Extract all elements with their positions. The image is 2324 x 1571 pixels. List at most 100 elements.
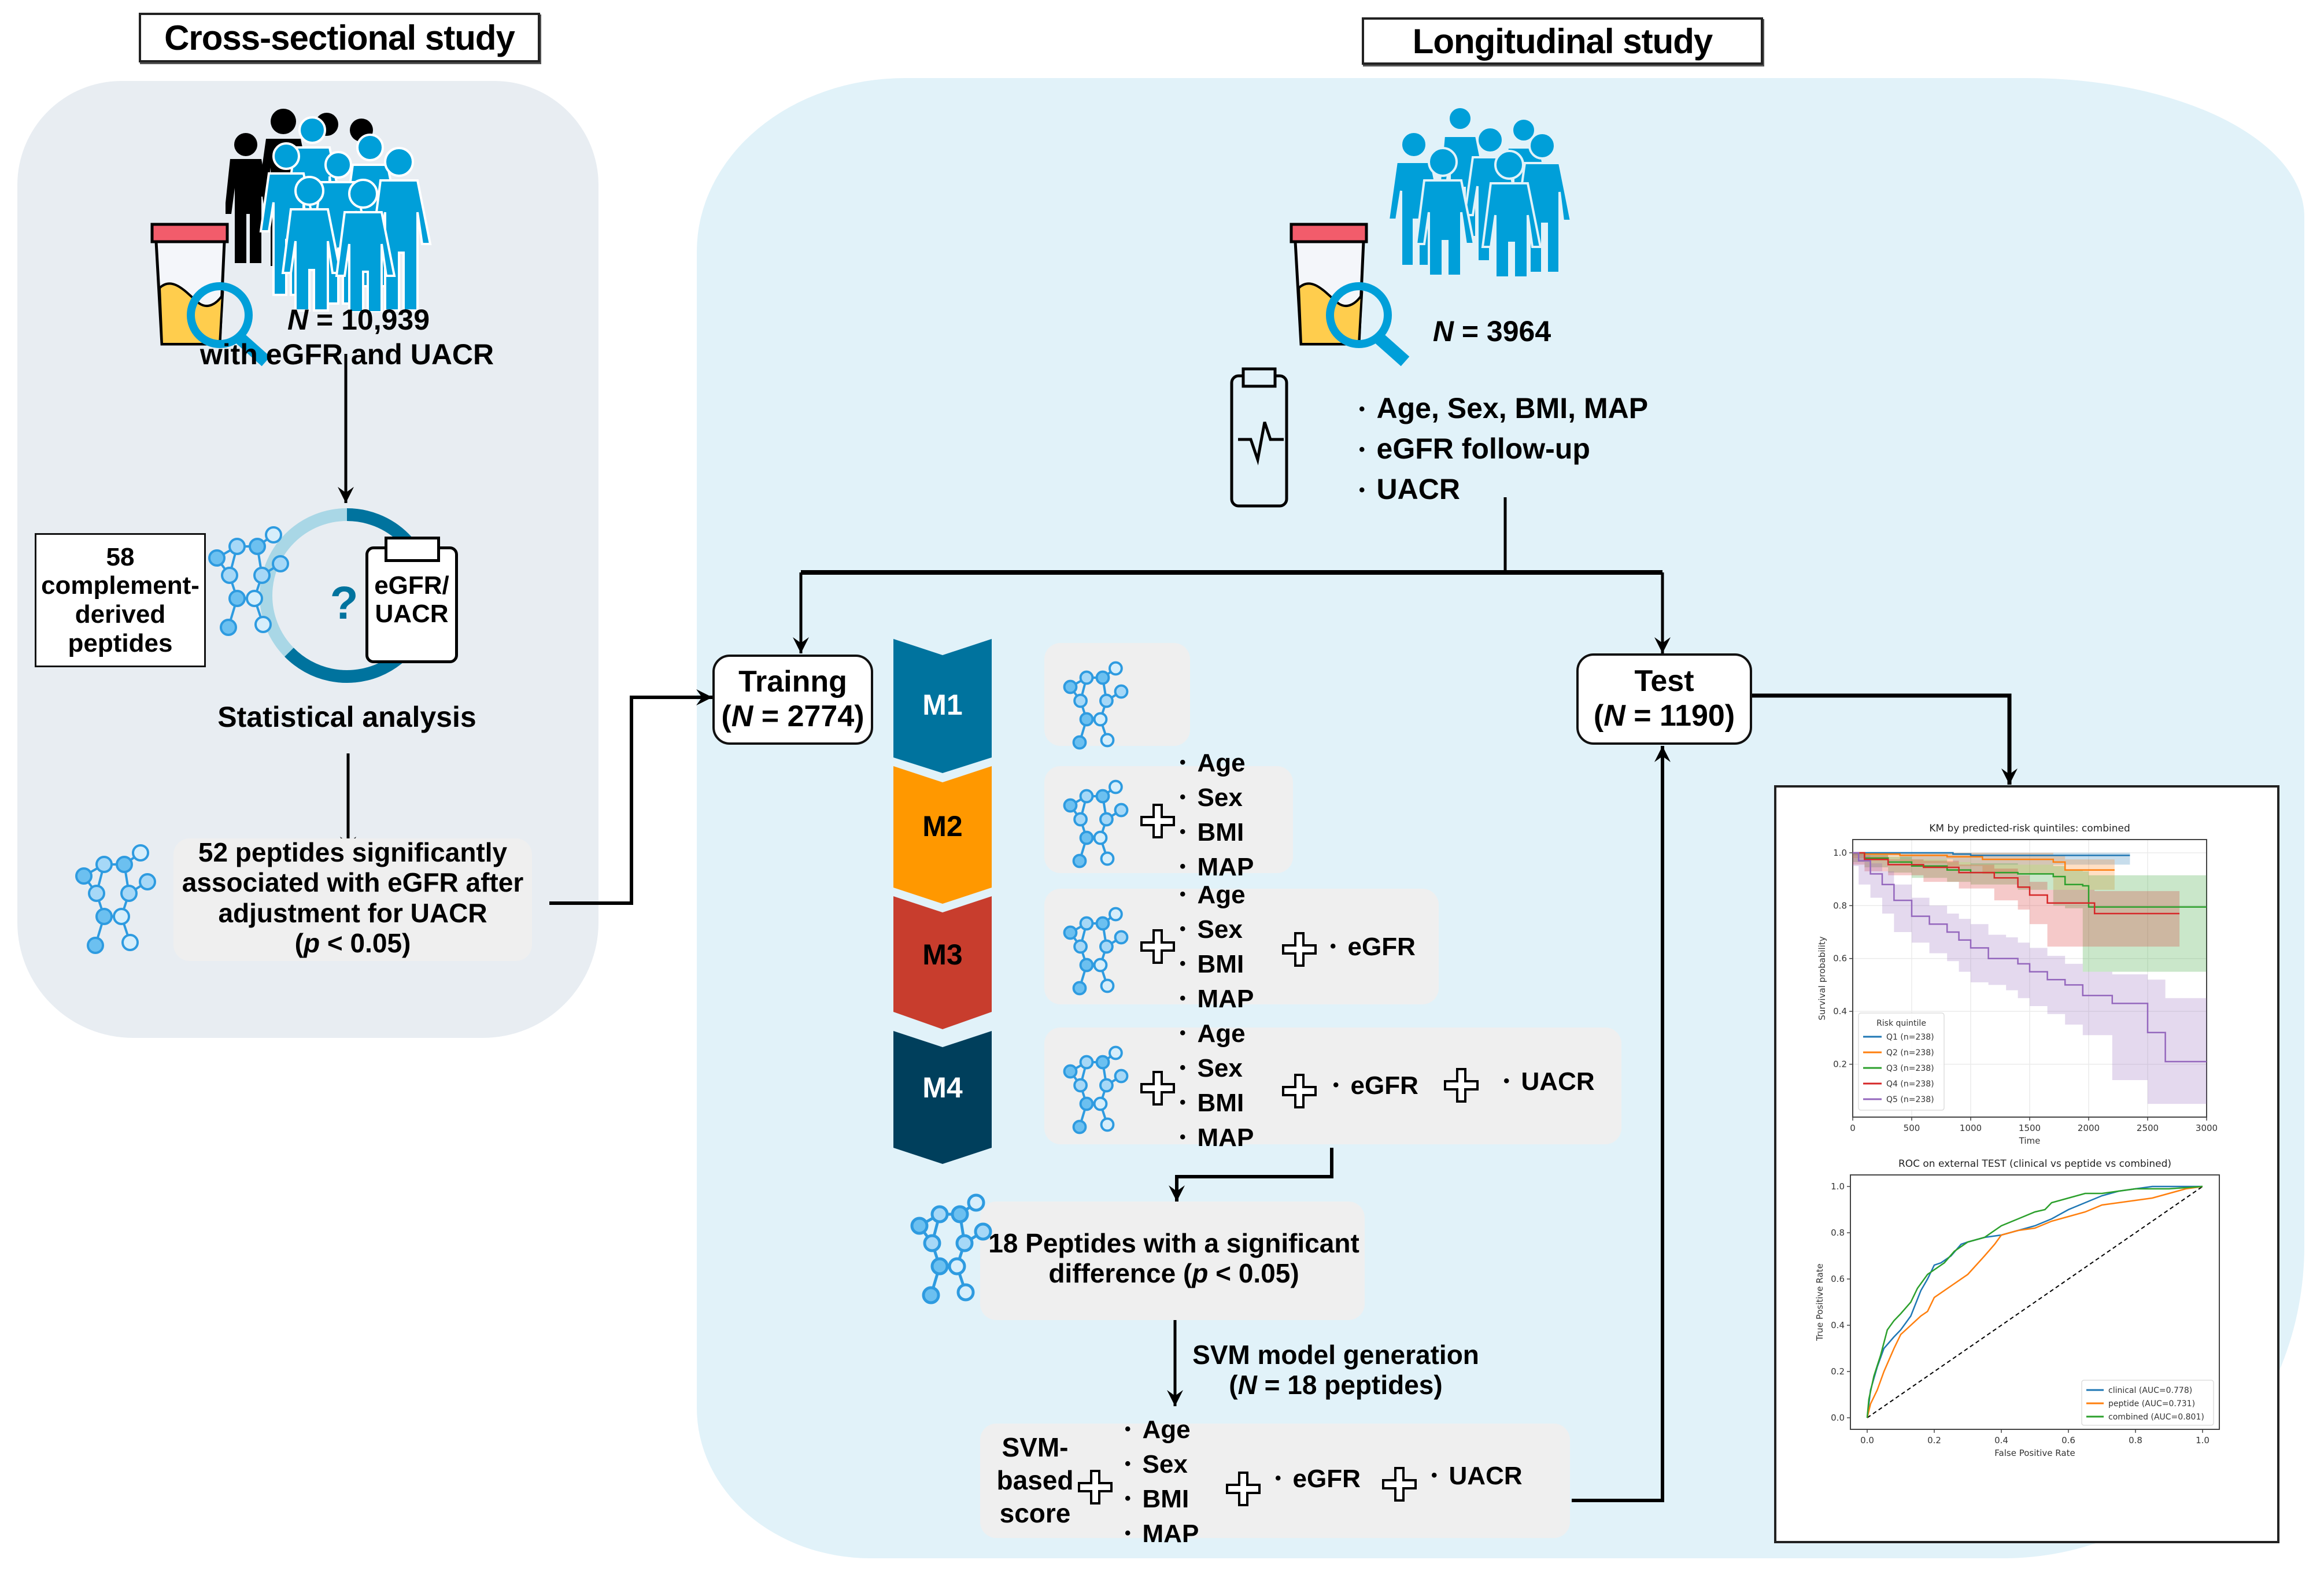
chevron-m3 — [893, 896, 992, 1029]
significant-peptides-card — [173, 838, 532, 961]
chart-title: ROC on external TEST (clinical vs peptid… — [1898, 1158, 2171, 1170]
test-set-box: Test (N = 1190) — [1576, 653, 1752, 745]
model-m3-covariates: AgeSex BMIMAP — [1180, 879, 1254, 1018]
legend-box — [2081, 1380, 2214, 1426]
clipboard-clip-icon — [385, 537, 440, 562]
svm-score-label: SVM- based score — [996, 1432, 1074, 1528]
arrow-result-to-training — [549, 689, 712, 905]
x-axis-label: Time — [2019, 1136, 2041, 1146]
svm-covariates: AgeSex BMIMAP — [1125, 1414, 1199, 1552]
plot-frame — [1850, 1174, 2220, 1430]
plus-icon — [1282, 1074, 1317, 1108]
legend-label: Q5 (n=238) — [1886, 1095, 1934, 1104]
svm-egfr: eGFR — [1275, 1463, 1361, 1498]
clinical-variables-list: Age, Sex, BMI, MAP eGFR follow-up UACR — [1359, 390, 1649, 512]
y-tick-label: 0.8 — [1833, 900, 1847, 911]
km-survival-curve — [1853, 852, 2130, 856]
x-tick-label: 1500 — [2019, 1123, 2041, 1133]
legend-label: Q4 (n=238) — [1886, 1080, 1934, 1089]
legend-label: Q1 (n=238) — [1886, 1033, 1934, 1042]
km-survival-curve — [1853, 852, 2115, 871]
cross-sectional-cohort-size: N = 10,939 — [287, 304, 430, 336]
x-tick-label: 1000 — [1960, 1123, 1982, 1133]
km-confidence-band — [1853, 852, 2207, 972]
x-tick-label: 0.6 — [2061, 1435, 2075, 1446]
x-tick-label: 0.0 — [1860, 1435, 1874, 1446]
urine-sample-icon — [150, 223, 271, 367]
chevron-m1 — [893, 639, 992, 773]
model-m2-label: M2 — [922, 810, 963, 842]
complement-peptides-box: 58 complement- derived peptides — [35, 533, 206, 667]
y-axis-label: True Positive Rate — [1815, 1263, 1825, 1341]
legend-label: clinical (AUC=0.778) — [2108, 1386, 2192, 1395]
plus-icon — [1140, 804, 1175, 838]
arrow-svm-to-test — [1572, 746, 1671, 1502]
training-set-box: Trainng (N = 2774) — [712, 655, 873, 745]
km-confidence-band — [1853, 852, 2207, 1104]
egfr-uacr-clipboard: eGFR/ UACR — [365, 537, 458, 663]
statistical-analysis-label: Statistical analysis — [217, 701, 476, 733]
model-m1-label: M1 — [922, 689, 963, 721]
y-axis-label: Survival probability — [1817, 936, 1827, 1020]
peptide-molecule-icon — [1063, 661, 1129, 750]
model-m3-label: M3 — [922, 938, 963, 971]
chevron-m4 — [893, 1031, 992, 1164]
plus-icon — [1078, 1470, 1113, 1505]
plus-icon — [1226, 1472, 1261, 1506]
y-tick-label: 0.4 — [1833, 1006, 1847, 1016]
x-tick-label: 2000 — [2078, 1123, 2100, 1133]
roc-curve — [1866, 1185, 2203, 1418]
model-m2-covariates: AgeSex BMIMAP — [1180, 747, 1254, 886]
km-survival-curve — [1853, 852, 2180, 915]
model-chevrons — [893, 639, 992, 1164]
legend-label: Q2 (n=238) — [1886, 1048, 1934, 1058]
legend-label: Q3 (n=238) — [1886, 1064, 1934, 1073]
y-tick-label: 0.4 — [1831, 1320, 1845, 1330]
km-survival-chart: KM by predicted-risk quintiles: combined… — [1817, 823, 2218, 1146]
roc-curve — [1866, 1185, 2203, 1418]
y-tick-label: 0.2 — [1831, 1366, 1845, 1377]
peptide-molecule-icon — [75, 844, 156, 954]
chevron-m2 — [893, 766, 992, 904]
x-tick-label: 2500 — [2137, 1123, 2159, 1133]
plus-icon — [1140, 1071, 1175, 1106]
results-charts-panel: KM by predicted-risk quintiles: combined… — [1774, 785, 2279, 1543]
arrow-m4-to-peptides — [1169, 1148, 1333, 1202]
people-crowd-icon — [226, 109, 432, 312]
legend-label: combined (AUC=0.801) — [2108, 1413, 2204, 1422]
significant-peptides-text: 52 peptides significantly associated wit… — [182, 837, 524, 959]
people-crowd-icon — [1387, 106, 1573, 278]
roc-reference-line — [1867, 1186, 2203, 1418]
model-m4-covariates: AgeSex BMIMAP — [1180, 1018, 1254, 1156]
model-m4-label: M4 — [922, 1071, 963, 1104]
longitudinal-title: Longitudinal study — [1362, 17, 1763, 65]
peptide-molecule-icon — [208, 526, 289, 636]
plus-icon — [1282, 932, 1317, 967]
y-tick-label: 0.8 — [1831, 1228, 1845, 1238]
model-m3-egfr: eGFR — [1330, 931, 1416, 966]
svm-uacr: UACR — [1431, 1460, 1523, 1495]
plus-icon — [1140, 929, 1175, 964]
y-tick-label: 1.0 — [1833, 848, 1847, 858]
y-tick-label: 1.0 — [1831, 1181, 1845, 1192]
legend-title: Risk quintile — [1876, 1019, 1926, 1028]
roc-curve-chart: ROC on external TEST (clinical vs peptid… — [1815, 1158, 2220, 1458]
x-tick-label: 500 — [1904, 1123, 1920, 1133]
chart-title: KM by predicted-risk quintiles: combined — [1929, 823, 2130, 834]
urine-sample-icon — [1290, 223, 1410, 367]
question-mark: ? — [330, 577, 359, 629]
x-tick-label: 0 — [1850, 1123, 1856, 1133]
x-axis-label: False Positive Rate — [1994, 1448, 2075, 1458]
peptides-18-card — [980, 1202, 1365, 1320]
peptides-18-text: 18 Peptides with a significant differenc… — [988, 1228, 1359, 1288]
x-tick-label: 0.2 — [1927, 1435, 1941, 1446]
km-confidence-band — [1853, 852, 2115, 890]
plus-icon — [1444, 1068, 1479, 1103]
x-tick-label: 0.8 — [2129, 1435, 2142, 1446]
clipboard-label: eGFR/ UACR — [374, 571, 449, 629]
cross-sectional-cohort-desc: with eGFR and UACR — [199, 338, 494, 371]
x-tick-label: 3000 — [2196, 1123, 2218, 1133]
km-confidence-band — [1853, 852, 2180, 947]
x-tick-label: 1.0 — [2196, 1435, 2210, 1446]
